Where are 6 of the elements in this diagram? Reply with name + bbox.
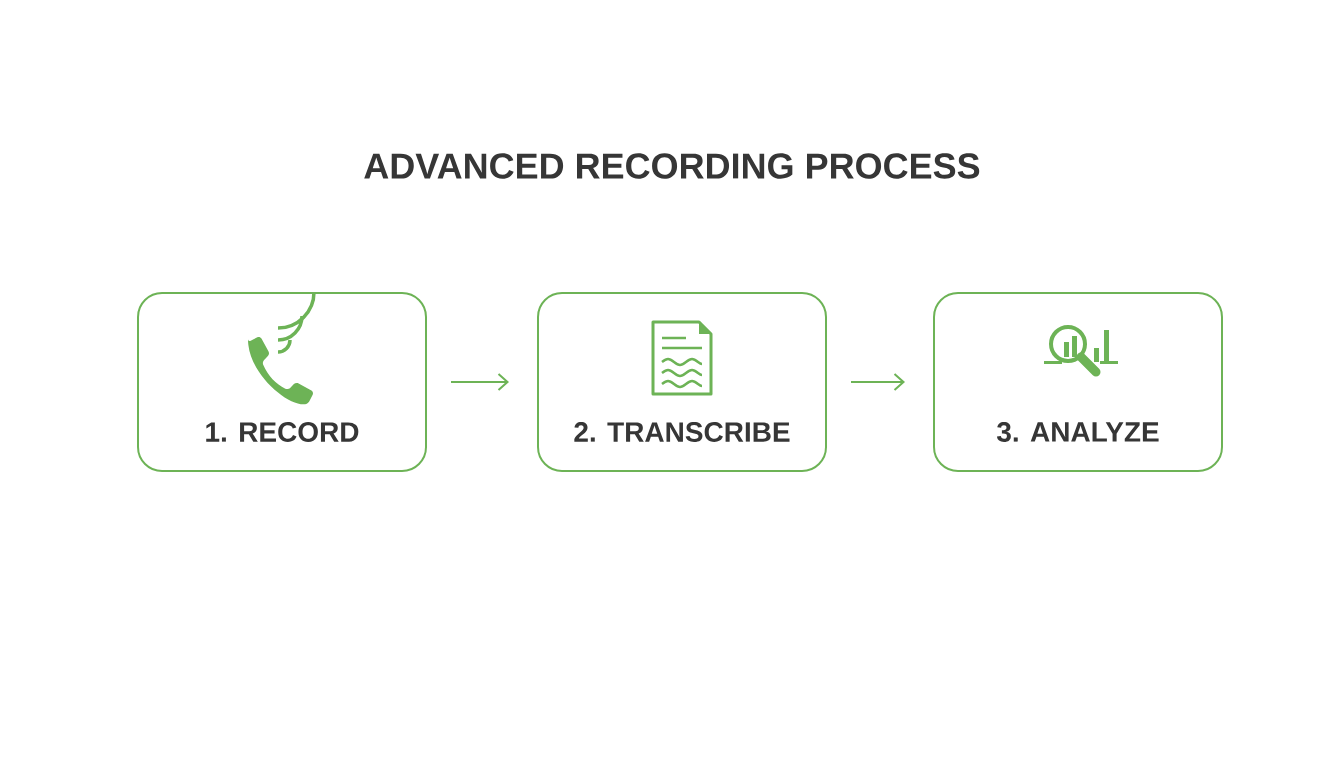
arrow xyxy=(450,373,509,391)
step-box: 1. RECORD xyxy=(137,291,427,472)
title: ADVANCED RECORDING PROCESS xyxy=(364,153,980,179)
step-box: 2. TRANSCRIBE xyxy=(537,292,827,472)
arrow xyxy=(850,373,905,391)
step-box: 3. ANALYZE xyxy=(933,292,1223,472)
